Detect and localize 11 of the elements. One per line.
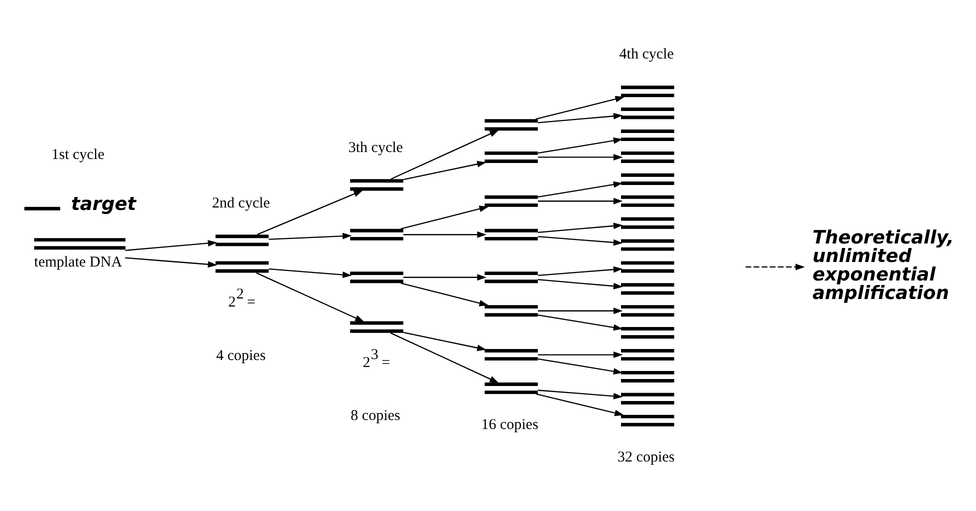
label: 4 copies: [216, 347, 266, 364]
node-text: Theoretically, unlimited exponential amplification: [812, 227, 954, 304]
label: 3th cycle: [348, 139, 403, 156]
label: 32 copies: [618, 449, 675, 466]
label: 2nd cycle: [212, 194, 270, 211]
label: 1st cycle: [51, 146, 104, 162]
label: 16 copies: [481, 416, 538, 433]
legend-label: target: [71, 194, 136, 215]
node-label: template DNA: [34, 254, 122, 270]
label: 8 copies: [350, 407, 400, 424]
label: 4th cycle: [619, 46, 674, 62]
